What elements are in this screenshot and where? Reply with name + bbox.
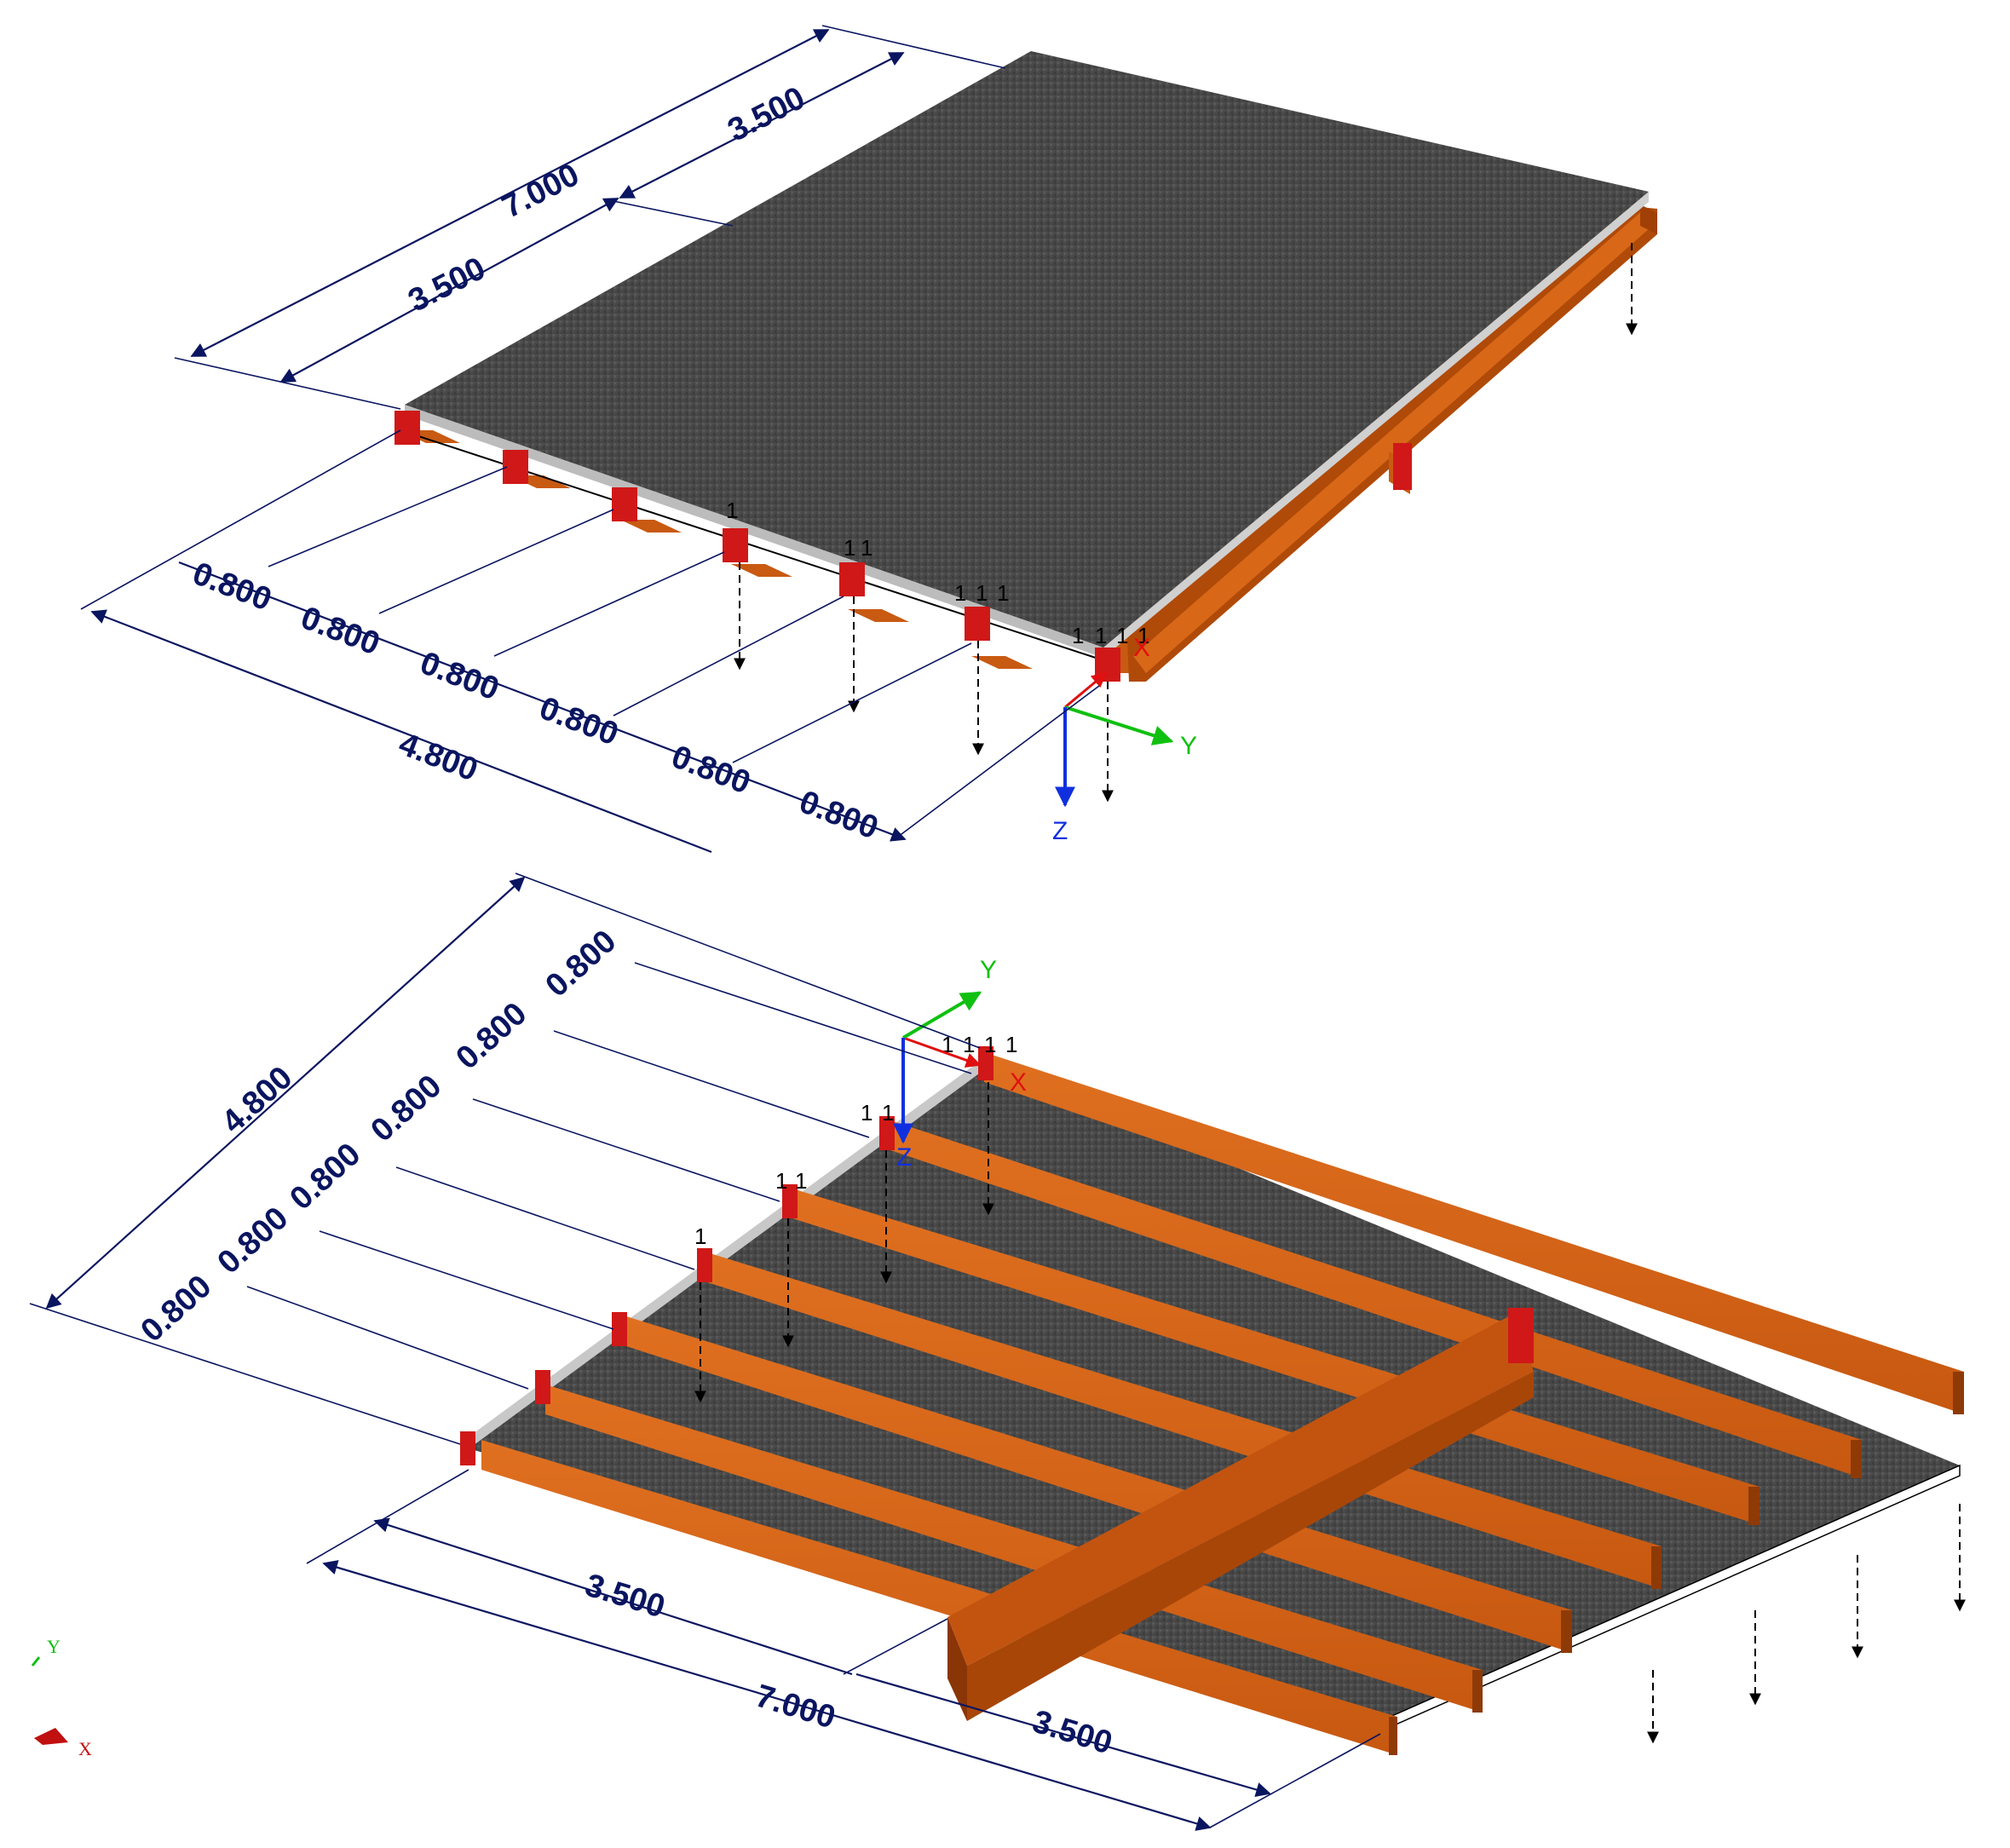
dim-part-x-1: 3.500: [581, 1568, 669, 1626]
svg-text:1: 1: [1137, 623, 1149, 648]
svg-text:1: 1: [775, 1168, 787, 1194]
svg-text:1: 1: [795, 1168, 807, 1194]
slab-edge-left: [467, 1055, 988, 1450]
svg-text:1: 1: [954, 580, 966, 606]
edge-beam-far-end: [1640, 204, 1657, 234]
axis-y-label: Y: [980, 956, 997, 984]
axis-y-label: Y: [1180, 732, 1197, 760]
dim-total-x: 7.000: [497, 157, 585, 226]
dim-part-x-2: 3.500: [723, 80, 811, 149]
top-view-model: 1 1 1 1 1 1 1 1 1 1 X Y Z: [80, 25, 1657, 854]
axis-x-label: X: [1133, 634, 1150, 662]
mini-axis-y-label: Y: [47, 1636, 60, 1657]
supports-bottom: [460, 1046, 1534, 1465]
svg-text:1: 1: [1095, 623, 1107, 648]
dim-spacing-3: 0.800: [415, 645, 504, 707]
svg-text:1: 1: [942, 1032, 953, 1057]
axis-triad-top: X Y Z: [1052, 634, 1197, 845]
dim-spacing-2: 0.800: [211, 1200, 296, 1281]
svg-text:1: 1: [984, 1032, 996, 1057]
svg-text:1: 1: [694, 1223, 706, 1249]
mini-axis-indicator: Y X: [31, 1636, 92, 1759]
mini-axis-x-label: X: [78, 1738, 92, 1759]
axis-triad-bottom: X Y Z: [893, 956, 1027, 1172]
edge-beam-far-top: [1133, 209, 1657, 673]
supports-top: [395, 411, 1412, 682]
loads-top: [734, 243, 1638, 803]
dim-spacing-2: 0.800: [296, 600, 384, 662]
dim-spacing-4: 0.800: [365, 1068, 449, 1149]
bottom-view-model: 1 1 1 1 1 1 1 1 1 X Y Z: [29, 872, 1966, 1831]
joists: [481, 1052, 1964, 1755]
slab-edge-front: [405, 405, 1103, 658]
loads-bottom: [694, 1082, 1966, 1744]
dim-spacing-1: 0.800: [187, 556, 276, 618]
svg-text:1: 1: [997, 580, 1009, 606]
node-labels-bottom: 1 1 1 1 1 1 1 1 1: [694, 1032, 1017, 1249]
svg-text:1: 1: [1005, 1032, 1017, 1057]
slab-top: [405, 51, 1649, 648]
dim-spacing-5: 0.800: [450, 996, 534, 1077]
axis-z-label: Z: [896, 1143, 912, 1172]
svg-text:1: 1: [976, 580, 988, 606]
node-labels-top: 1 1 1 1 1 1 1 1 1 1: [726, 498, 1149, 648]
dim-total-y: 4.800: [394, 726, 482, 788]
svg-text:1: 1: [861, 1100, 873, 1125]
dim-spacing-4: 0.800: [534, 690, 623, 752]
dim-spacing-5: 0.800: [666, 739, 755, 801]
axis-x-label: X: [1010, 1068, 1027, 1097]
dim-spacing-6: 0.800: [539, 924, 624, 1005]
svg-text:1: 1: [882, 1100, 894, 1125]
dim-spacing-6: 0.800: [794, 784, 883, 846]
slab-edge-right: [1103, 192, 1649, 658]
svg-text:1: 1: [861, 535, 873, 561]
dim-total-y: 4.800: [216, 1060, 300, 1141]
dim-spacing-1: 0.800: [135, 1269, 219, 1350]
svg-text:1: 1: [844, 535, 855, 561]
dim-total-x: 7.000: [752, 1678, 839, 1736]
dim-spacing-3: 0.800: [284, 1137, 368, 1218]
dim-part-x-2: 3.500: [1028, 1704, 1116, 1762]
axis-z-label: Z: [1052, 817, 1068, 845]
svg-text:1: 1: [1072, 623, 1084, 648]
svg-text:1: 1: [726, 498, 738, 523]
dim-part-x-1: 3.500: [403, 250, 492, 320]
svg-text:1: 1: [1116, 623, 1128, 648]
